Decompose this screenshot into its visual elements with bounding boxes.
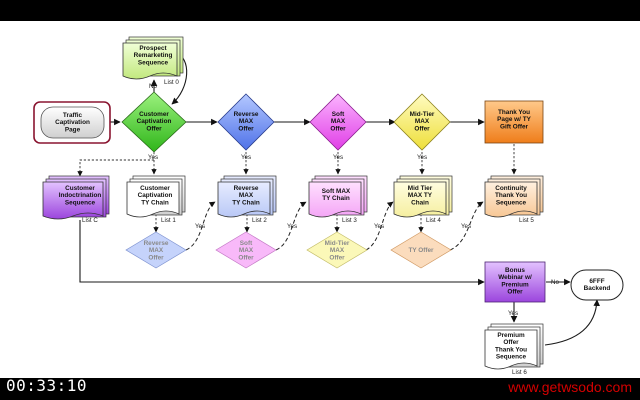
edge-label-no-top: No — [149, 83, 157, 90]
list-5-label: List 5 — [519, 217, 534, 224]
edge-captivation-to-indoctrination — [77, 159, 154, 177]
edge-label-yes-4: Yes — [417, 154, 427, 161]
edge-premium-to-backend — [544, 299, 600, 346]
ty-offer-label: TY Offer — [408, 247, 434, 254]
video-timestamp: 00:33:10 — [6, 376, 88, 395]
website-watermark: www.getwsodo.com — [508, 379, 632, 395]
list-2-label: List 2 — [252, 217, 267, 224]
edge-offer4-yes — [449, 201, 484, 251]
edge-label-no-bonus: No — [551, 279, 559, 286]
list-0-label: List 0 — [164, 79, 179, 86]
edges — [77, 51, 600, 346]
list-c-label: List C — [82, 217, 98, 224]
edge-offer3-yes — [365, 201, 394, 251]
edge-label-yes-d3: Yes — [374, 223, 384, 230]
list-4-label: List 4 — [426, 217, 441, 224]
edge-indoctrination-to-bonus — [79, 220, 485, 286]
edge-labels: No Yes Yes Yes Yes Yes Yes Yes Yes No Ye… — [148, 83, 559, 317]
list-3-label: List 3 — [342, 217, 357, 224]
edge-label-yes-d4: Yes — [461, 223, 471, 230]
list-1-label: List 1 — [161, 217, 176, 224]
edge-offer1-yes — [185, 201, 216, 251]
edge-offer2-yes — [275, 201, 307, 251]
list-6-label: List 6 — [512, 369, 527, 376]
edge-label-yes-bonus: Yes — [508, 310, 518, 317]
edge-label-yes-3: Yes — [333, 154, 343, 161]
edge-label-yes-d2: Yes — [287, 223, 297, 230]
edge-label-yes-1: Yes — [148, 154, 158, 161]
edge-label-yes-2: Yes — [241, 154, 251, 161]
ty-offer-node: TY Offer — [390, 231, 452, 269]
edge-label-yes-d1: Yes — [195, 223, 205, 230]
